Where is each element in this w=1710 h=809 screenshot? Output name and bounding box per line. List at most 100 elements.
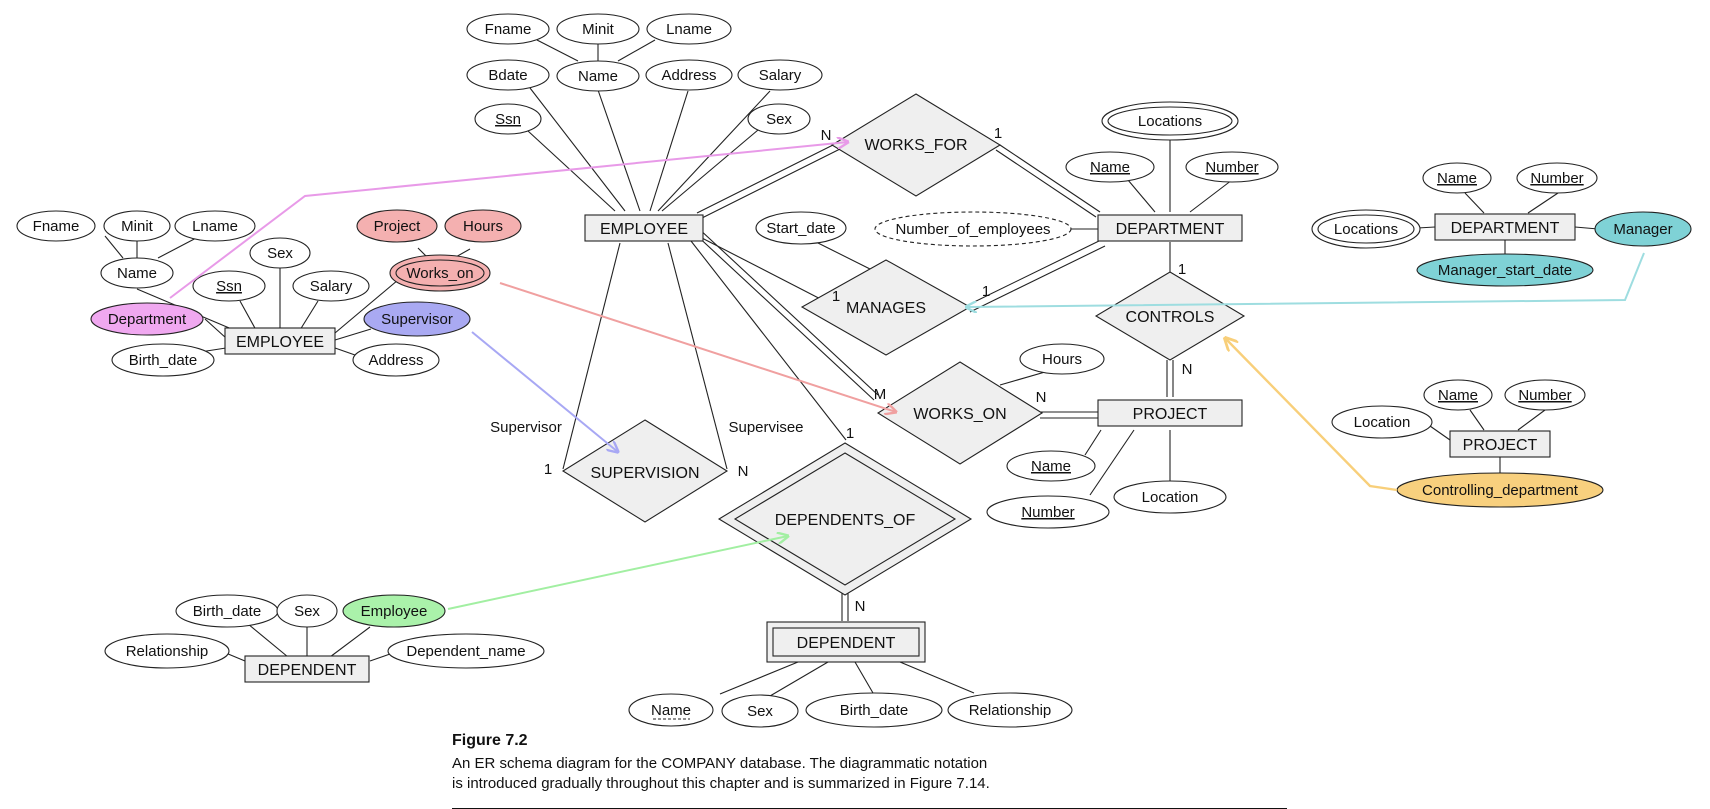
svg-text:Bdate: Bdate	[488, 67, 527, 84]
left-dependent-entity: DEPENDENT	[244, 655, 370, 683]
left-emp-salary: Salary	[292, 270, 370, 302]
right-dept-number-key: Number	[1516, 162, 1598, 194]
relationship-dependents-of: DEPENDENTS_OF	[717, 442, 973, 596]
card-works-for-1: 1	[994, 125, 1002, 142]
caption-title: Figure 7.2	[452, 732, 528, 749]
card-works-for-n: N	[821, 127, 832, 144]
svg-text:Number_of_employees: Number_of_employees	[895, 221, 1050, 238]
svg-text:DEPENDENT: DEPENDENT	[797, 635, 896, 652]
left-emp-project: Project	[356, 209, 438, 243]
arrow-controlling-department-to-controls	[1225, 338, 1398, 492]
left-emp-sex: Sex	[249, 237, 311, 269]
right-proj-location: Location	[1331, 405, 1433, 439]
svg-text:PROJECT: PROJECT	[1133, 406, 1208, 423]
svg-text:Name: Name	[117, 265, 157, 282]
right-department-entity: DEPARTMENT	[1434, 213, 1576, 241]
svg-text:DEPENDENT: DEPENDENT	[258, 662, 357, 679]
attr-emp-name: Name	[556, 60, 640, 92]
svg-text:EMPLOYEE: EMPLOYEE	[236, 334, 324, 351]
left-dep-sex: Sex	[276, 594, 338, 628]
svg-text:Lname: Lname	[666, 21, 712, 38]
attr-emp-bdate: Bdate	[466, 59, 550, 91]
right-project-connectors	[1429, 409, 1546, 474]
svg-text:Dependent_name: Dependent_name	[406, 643, 525, 660]
svg-text:Project: Project	[374, 218, 422, 235]
attr-dep-birth-date: Birth_date	[805, 692, 943, 728]
svg-text:PROJECT: PROJECT	[1463, 437, 1538, 454]
relationship-controls: CONTROLS	[1094, 271, 1246, 361]
left-dep-birth-date: Birth_date	[175, 594, 279, 628]
left-emp-birth-date: Birth_date	[111, 343, 215, 377]
svg-text:Relationship: Relationship	[126, 643, 209, 660]
right-dept-manager-start-date: Manager_start_date	[1416, 253, 1594, 287]
svg-text:Number: Number	[1518, 387, 1571, 404]
svg-text:WORKS_ON: WORKS_ON	[913, 406, 1006, 423]
svg-text:Hours: Hours	[463, 218, 503, 235]
svg-text:Manager_start_date: Manager_start_date	[1438, 262, 1572, 279]
attr-emp-minit: Minit	[556, 13, 640, 45]
main-connectors	[527, 39, 1233, 697]
svg-text:Locations: Locations	[1334, 221, 1398, 238]
svg-text:Name: Name	[1090, 159, 1130, 176]
svg-text:Locations: Locations	[1138, 113, 1202, 130]
svg-text:Manager: Manager	[1613, 221, 1672, 238]
svg-text:EMPLOYEE: EMPLOYEE	[600, 221, 688, 238]
svg-text:Birth_date: Birth_date	[840, 702, 908, 719]
attr-emp-sex: Sex	[747, 103, 811, 135]
right-dept-locations-multivalued: Locations	[1311, 209, 1421, 249]
svg-text:Hours: Hours	[1042, 351, 1082, 368]
card-dependents-of-n: N	[855, 598, 866, 615]
card-controls-project: N	[1182, 361, 1193, 378]
svg-text:Fname: Fname	[33, 218, 80, 235]
svg-text:Number: Number	[1021, 504, 1074, 521]
arrow-manager-to-manages	[966, 252, 1645, 307]
svg-text:CONTROLS: CONTROLS	[1126, 309, 1215, 326]
svg-text:DEPARTMENT: DEPARTMENT	[1116, 221, 1225, 238]
right-proj-name-key: Name	[1423, 379, 1493, 411]
svg-text:Employee: Employee	[361, 603, 428, 620]
attr-proj-name-key: Name	[1006, 450, 1096, 482]
cardinality-labels: N 1 1 1 1 N M N 1 N 1 N Supervisor Super…	[490, 125, 1192, 615]
caption-line-2: is introduced gradually throughout this …	[452, 775, 990, 792]
card-controls-department: 1	[1178, 261, 1186, 278]
attr-emp-ssn-key: Ssn	[474, 103, 542, 135]
entity-employee: EMPLOYEE	[584, 214, 704, 242]
svg-text:Start_date: Start_date	[766, 220, 835, 237]
card-works-on-m: M	[874, 386, 887, 403]
svg-text:Ssn: Ssn	[495, 111, 521, 128]
svg-text:Sex: Sex	[267, 245, 293, 262]
entity-dependent-weak: DEPENDENT	[766, 621, 926, 663]
relationship-works-on: WORKS_ON	[876, 361, 1044, 465]
left-emp-ssn-key: Ssn	[192, 270, 266, 302]
attr-dept-number-of-employees-derived: Number_of_employees	[874, 211, 1098, 247]
attr-emp-address: Address	[645, 59, 733, 91]
left-dep-relationship: Relationship	[104, 633, 230, 669]
left-employee-entity: EMPLOYEE	[224, 327, 336, 355]
card-supervision-1: 1	[544, 461, 552, 478]
svg-text:Salary: Salary	[759, 67, 802, 84]
role-supervisee: Supervisee	[728, 419, 803, 436]
svg-text:Name: Name	[1438, 387, 1478, 404]
svg-text:Name: Name	[651, 702, 691, 719]
mapping-arrows	[169, 142, 1645, 610]
attr-proj-location: Location	[1113, 480, 1227, 514]
svg-text:WORKS_FOR: WORKS_FOR	[864, 137, 967, 154]
svg-text:Location: Location	[1354, 414, 1411, 431]
left-dep-dependent-name: Dependent_name	[387, 633, 545, 669]
svg-text:Address: Address	[661, 67, 716, 84]
left-emp-minit: Minit	[103, 210, 171, 242]
card-dependents-of-1: 1	[846, 425, 854, 442]
svg-text:Name: Name	[1437, 170, 1477, 187]
svg-text:Name: Name	[1031, 458, 1071, 475]
attr-emp-salary: Salary	[737, 59, 823, 91]
left-emp-lname: Lname	[174, 210, 256, 242]
right-proj-number-key: Number	[1504, 379, 1586, 411]
left-emp-name: Name	[100, 257, 174, 289]
left-dep-employee: Employee	[342, 594, 446, 628]
svg-text:DEPARTMENT: DEPARTMENT	[1451, 220, 1560, 237]
svg-text:Birth_date: Birth_date	[193, 603, 261, 620]
entity-department: DEPARTMENT	[1097, 214, 1243, 242]
card-works-on-n: N	[1036, 389, 1047, 406]
attr-dep-sex: Sex	[721, 694, 799, 728]
